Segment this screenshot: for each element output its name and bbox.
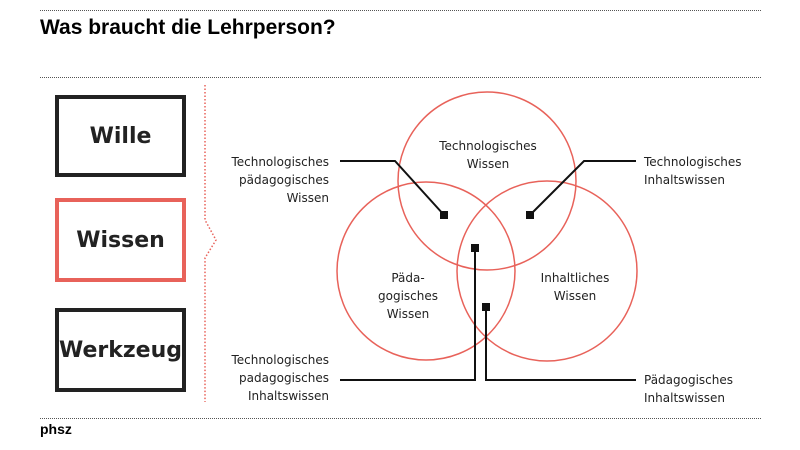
leader-tpck (340, 248, 476, 381)
brace-dotted-line (204, 85, 217, 402)
box-wille: Wille (55, 95, 186, 177)
box-werkzeug: Werkzeug (55, 308, 186, 392)
marker-pck (482, 303, 490, 311)
bottom-rule (40, 418, 761, 419)
leader-pck (485, 307, 636, 381)
top-rule (40, 10, 761, 11)
footer-logo-text: phsz (40, 421, 72, 437)
marker-tpk (440, 211, 448, 219)
marker-tpck (471, 244, 479, 252)
marker-tck (526, 211, 534, 219)
leader-tpk (340, 160, 445, 216)
box-wissen: Wissen (55, 198, 186, 282)
circle-content (456, 180, 638, 362)
circle-technology (397, 91, 577, 271)
leader-tck (529, 160, 636, 216)
page-title: Was braucht die Lehrperson? (40, 16, 336, 39)
title-rule (40, 77, 761, 78)
circle-pedagogy (336, 181, 516, 361)
